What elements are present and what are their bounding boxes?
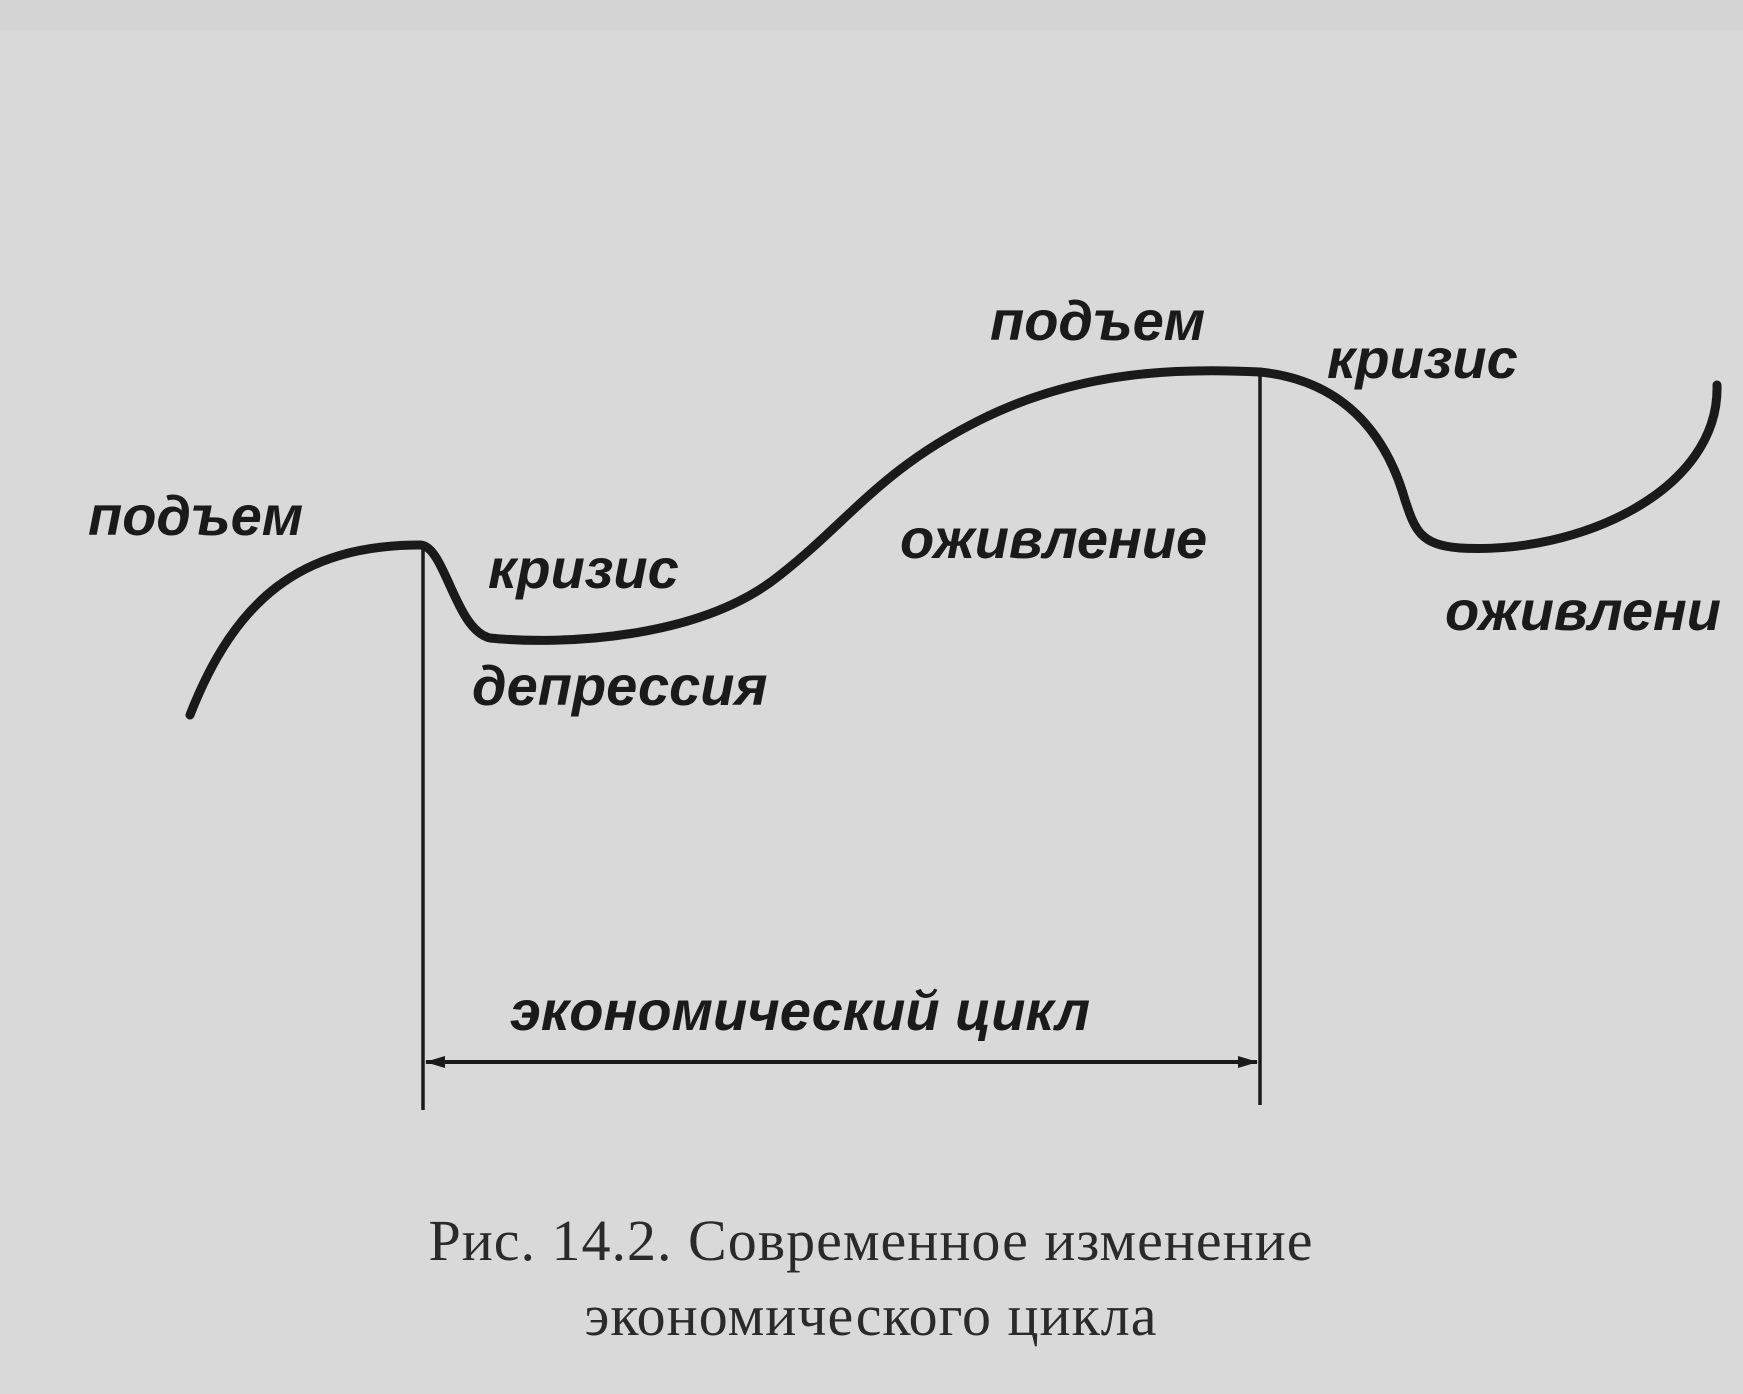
label-revival-center: оживление <box>900 507 1207 570</box>
figure-caption-line1: Рис. 14.2. Современное изменение <box>428 1208 1313 1273</box>
figure-caption-line2: экономического цикла <box>585 1283 1158 1348</box>
label-rise-top: подъем <box>990 289 1205 352</box>
label-rise-left: подъем <box>88 484 303 547</box>
label-crisis-left: кризис <box>488 537 679 600</box>
label-depression: депрессия <box>472 654 767 717</box>
page-bleed-through <box>0 0 1743 30</box>
label-crisis-right: кризис <box>1327 327 1518 390</box>
label-revival-right: оживлени <box>1445 579 1721 642</box>
label-economic-cycle: экономический цикл <box>510 979 1090 1042</box>
cycle-curve <box>185 366 1722 720</box>
